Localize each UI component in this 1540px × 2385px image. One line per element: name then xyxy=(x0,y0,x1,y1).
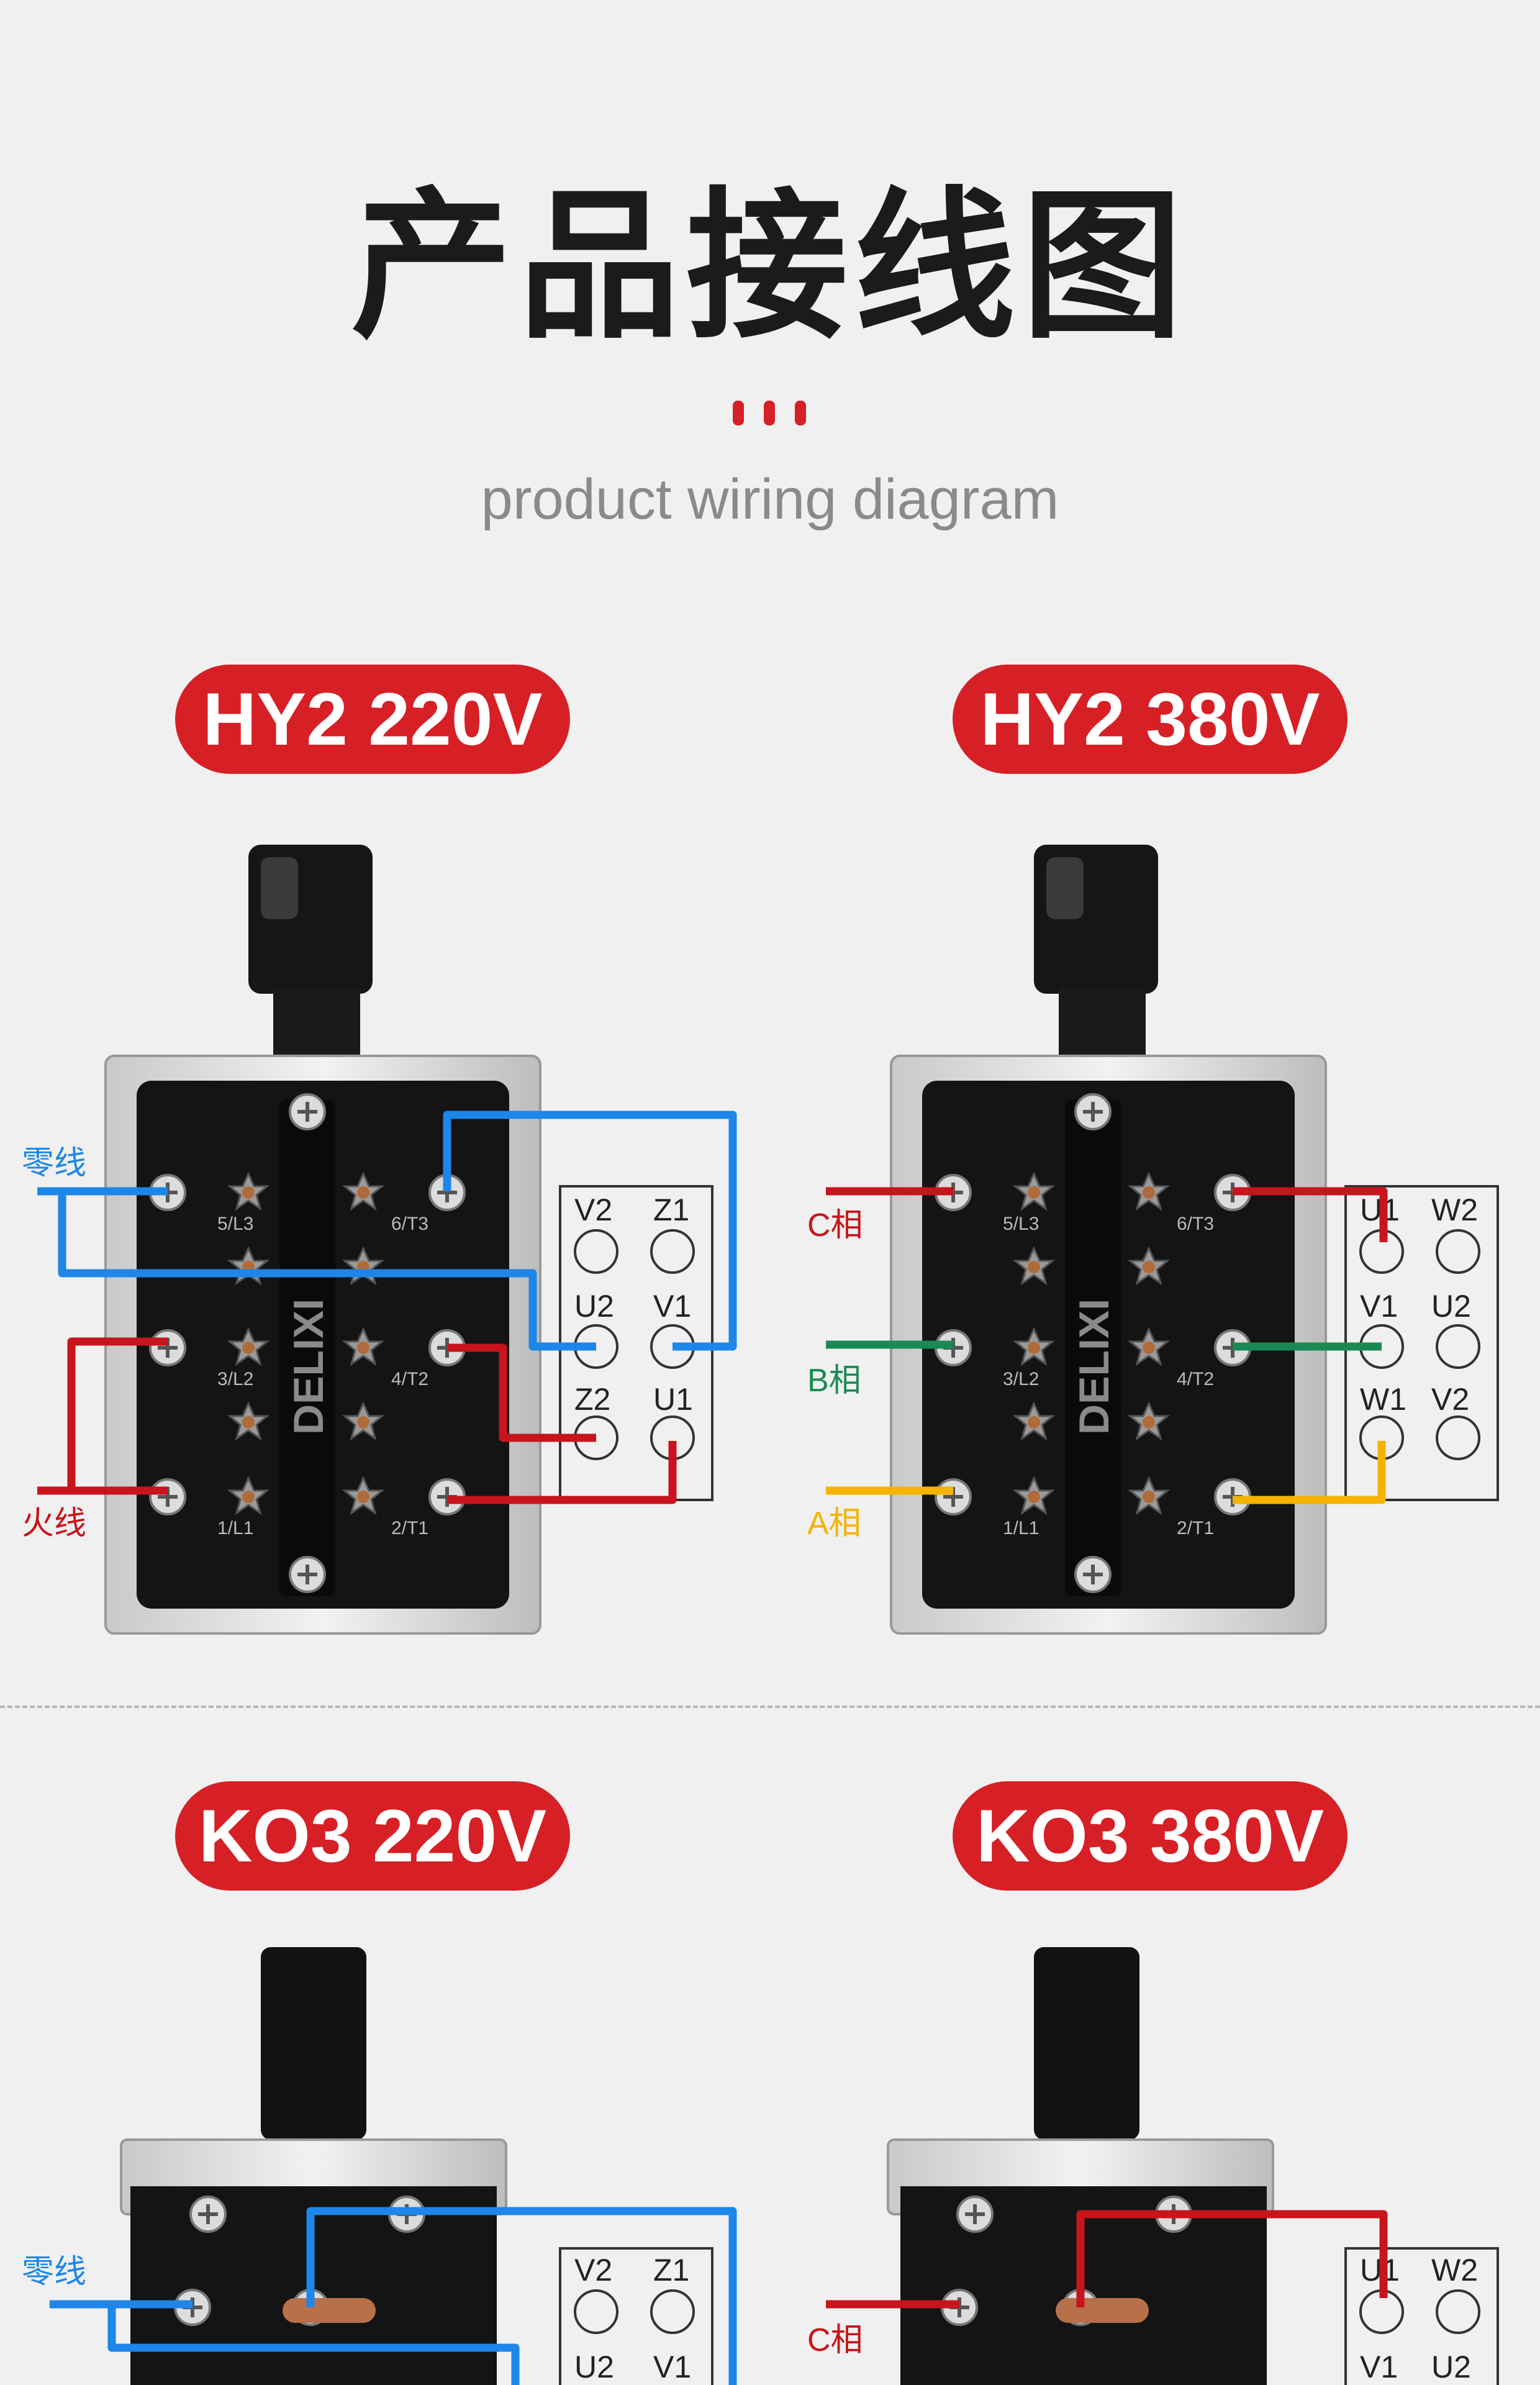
neutral-wire xyxy=(50,2207,737,2385)
rotary-handle xyxy=(261,1947,366,2140)
title-decor-dots xyxy=(733,401,807,425)
brand-text: DELIXI xyxy=(285,1299,332,1435)
brand-text: DELIXI xyxy=(1071,1299,1118,1435)
svg-text:W2: W2 xyxy=(1431,1192,1478,1227)
svg-text:V1: V1 xyxy=(1360,1289,1398,1324)
svg-text:V1: V1 xyxy=(653,2350,691,2384)
svg-text:3/L2: 3/L2 xyxy=(217,1369,253,1389)
svg-text:U2: U2 xyxy=(574,2350,614,2384)
motor-terminal-box xyxy=(559,2247,713,2385)
model-badge-ko3-220: KO3 220V xyxy=(175,1781,570,1891)
model-badge-ko3-380: KO3 380V xyxy=(953,1781,1348,1891)
svg-text:6/T3: 6/T3 xyxy=(391,1214,428,1234)
svg-text:2/T1: 2/T1 xyxy=(1177,1518,1214,1538)
label-phase-c: C相 xyxy=(807,2322,863,2358)
phase-c-wire xyxy=(826,2210,1388,2309)
svg-text:V2: V2 xyxy=(574,1192,612,1227)
svg-text:4/T2: 4/T2 xyxy=(391,1369,428,1389)
svg-text:U2: U2 xyxy=(574,1289,614,1324)
svg-text:2/T1: 2/T1 xyxy=(391,1518,428,1538)
svg-text:3/L2: 3/L2 xyxy=(1003,1369,1039,1389)
svg-text:1/L1: 1/L1 xyxy=(217,1518,253,1538)
motor-terminal-box xyxy=(1344,2247,1499,2385)
svg-text:W1: W1 xyxy=(1360,1382,1406,1417)
label-phase-a: A相 xyxy=(807,1506,861,1542)
page-subtitle: product wiring diagram xyxy=(481,468,1059,531)
svg-text:5/L3: 5/L3 xyxy=(217,1214,253,1234)
svg-text:V2: V2 xyxy=(574,2253,612,2287)
panel-ko3-380: U1 W2 V1 U2 C相 xyxy=(807,1947,1499,2385)
svg-text:Z1: Z1 xyxy=(653,1192,689,1227)
svg-text:5/L3: 5/L3 xyxy=(1003,1214,1039,1234)
svg-text:U2: U2 xyxy=(1431,2350,1471,2384)
svg-text:W2: W2 xyxy=(1431,2253,1478,2287)
phase-c-motor-wire xyxy=(1233,1187,1388,1242)
svg-text:Z2: Z2 xyxy=(574,1382,610,1417)
section-divider xyxy=(0,1706,1540,1708)
svg-text:U1: U1 xyxy=(653,1382,693,1417)
neutral-wire xyxy=(37,1111,737,1351)
panel-hy2-380: DELIXI 5/L3 6/T3 3/L2 4/T2 1/L1 2/T1 U1 … xyxy=(807,845,1499,1635)
svg-text:V1: V1 xyxy=(653,1289,691,1324)
panel-ko3-220: V2 Z1 U2 V1 零线 xyxy=(22,1947,737,2385)
svg-text:4/T2: 4/T2 xyxy=(1177,1369,1214,1389)
phase-a-motor-wire xyxy=(1233,1441,1386,1504)
label-phase-c: C相 xyxy=(807,1207,863,1243)
svg-text:6/T3: 6/T3 xyxy=(1177,1214,1214,1234)
svg-text:V1: V1 xyxy=(1360,2350,1398,2384)
rotary-handle xyxy=(1034,1947,1139,2140)
model-badge-hy2-380: HY2 380V xyxy=(953,665,1348,774)
page-title: 产品接线图 xyxy=(351,173,1189,361)
svg-text:Z1: Z1 xyxy=(653,2253,689,2287)
panel-hy2-220: DELIXI 5/L3 6/T3 3/L2 4/T2 1/L1 2/T1 V2 … xyxy=(22,845,737,1635)
label-neutral: 零线 xyxy=(22,1145,86,1181)
svg-text:1/L1: 1/L1 xyxy=(1003,1518,1039,1538)
label-phase-b: B相 xyxy=(807,1363,861,1399)
live-wire xyxy=(37,1337,677,1504)
svg-text:V2: V2 xyxy=(1431,1382,1469,1417)
model-badge-hy2-220: HY2 220V xyxy=(175,665,570,774)
label-neutral: 零线 xyxy=(22,2254,86,2290)
label-live: 火线 xyxy=(22,1506,86,1542)
svg-text:U2: U2 xyxy=(1431,1289,1471,1324)
